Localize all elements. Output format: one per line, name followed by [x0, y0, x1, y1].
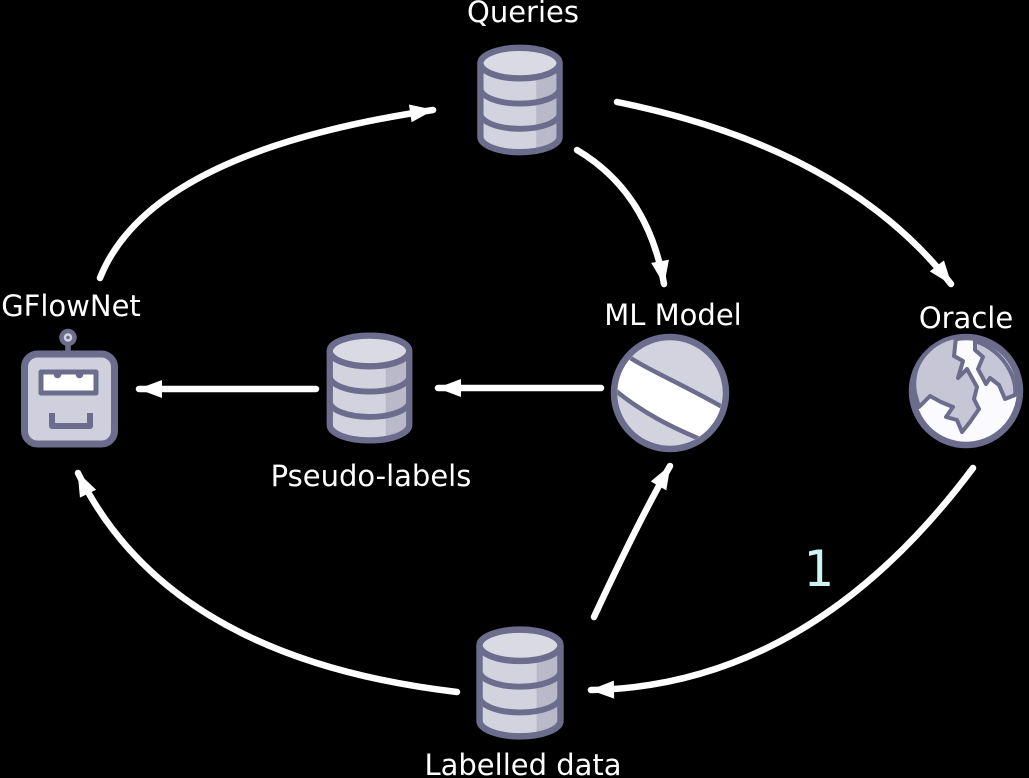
robot-eye-right [75, 370, 84, 379]
arrow-queries-to-ml-model [573, 146, 669, 288]
queries-database-icon [480, 48, 559, 152]
step-number-1: 1 [803, 540, 833, 598]
queries-label: Queries [467, 0, 579, 29]
ml-model-label: ML Model [604, 298, 741, 332]
globe-continent-east [973, 339, 1018, 401]
robot-head [21, 350, 118, 448]
gflownet-robot-icon [21, 328, 118, 448]
robot-visor [38, 369, 99, 396]
oracle-globe-icon [908, 333, 1024, 449]
arrow-queries-to-oracle [613, 98, 955, 288]
pseudo-labels-database-icon [330, 336, 409, 441]
arrows [74, 98, 977, 699]
arrow-gflownet-to-queries [96, 104, 437, 282]
ml-model-sphere-icon [610, 333, 730, 453]
gflownet-label: GFlowNet [1, 289, 141, 323]
globe-continent-west [912, 335, 981, 434]
robot-eye-left [53, 370, 62, 379]
arrow-oracle-to-labelled-data [587, 464, 977, 699]
arrow-labelled-data-to-ml-model [590, 462, 674, 621]
arrow-labelled-data-to-gflownet [74, 469, 461, 696]
oracle-label: Oracle [919, 301, 1013, 335]
robot-mouth [49, 413, 93, 429]
labelled-data-label: Labelled data [424, 748, 621, 778]
pseudo-labels-label: Pseudo-labels [271, 459, 472, 493]
labelled-data-database-icon [480, 630, 561, 737]
